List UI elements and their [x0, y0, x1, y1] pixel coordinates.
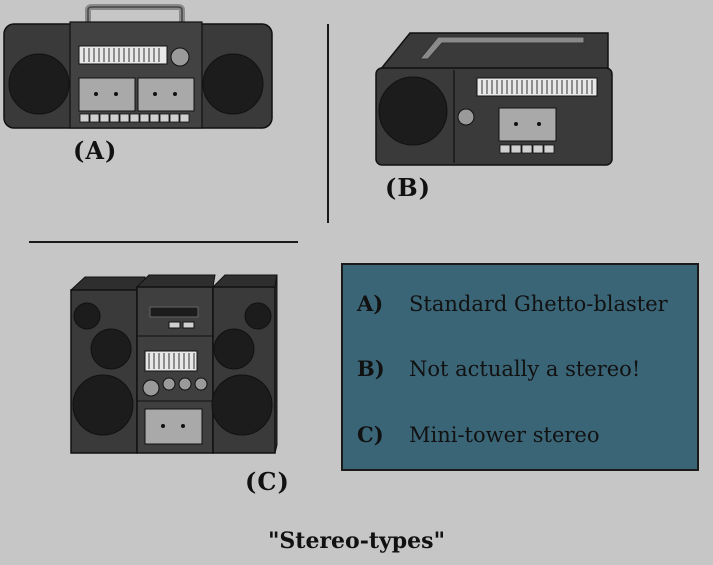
legend-item-c: C) Mini-tower stereo — [357, 422, 600, 447]
stereo-c-illustration — [69, 274, 278, 454]
legend-item-a: A) Standard Ghetto-blaster — [357, 291, 668, 316]
vertical-divider — [327, 24, 329, 223]
stereo-b-illustration — [375, 32, 613, 166]
legend-text-b: Not actually a stereo! — [409, 357, 641, 381]
legend-box: A) Standard Ghetto-blaster B) Not actually… — [341, 263, 699, 471]
legend-key-c: C) — [357, 422, 384, 447]
legend-text-c: Mini-tower stereo — [409, 423, 600, 447]
legend-key-b: B) — [357, 356, 385, 381]
caption: "Stereo-types" — [267, 528, 446, 554]
boombox-a-illustration — [3, 4, 273, 129]
horizontal-divider — [29, 241, 298, 243]
label-a: (A) — [73, 136, 118, 165]
label-b: (B) — [385, 173, 431, 202]
label-c: (C) — [245, 467, 290, 496]
legend-item-b: B) Not actually a stereo! — [357, 356, 640, 381]
legend-text-a: Standard Ghetto-blaster — [409, 292, 668, 316]
legend-key-a: A) — [357, 291, 384, 316]
